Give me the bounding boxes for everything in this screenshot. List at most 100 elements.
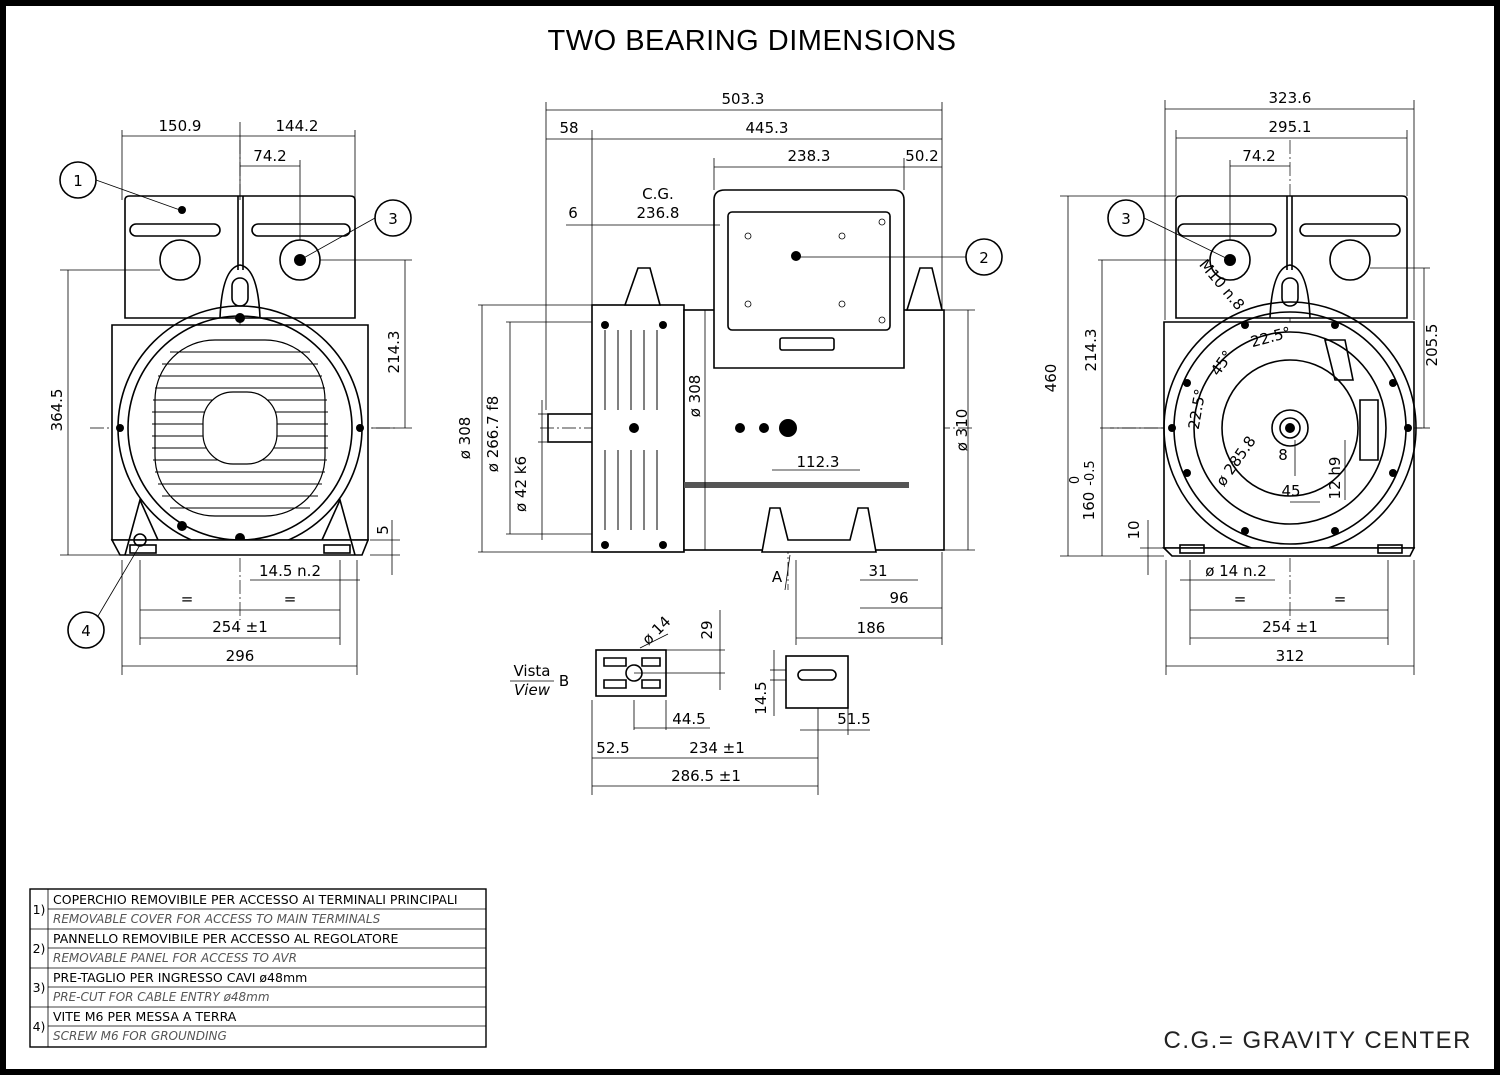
dim-58: 58 <box>559 119 578 137</box>
dim-14-5-n2: 14.5 n.2 <box>259 562 321 580</box>
dim-52-5: 52.5 <box>596 739 629 757</box>
lifting-lug-front <box>905 267 944 311</box>
callout-4 <box>67 611 105 649</box>
dim-295-1: 295.1 <box>1269 118 1312 136</box>
side-terminal-box <box>713 189 905 369</box>
front-feet <box>110 539 370 556</box>
dim-5: 5 <box>374 525 392 535</box>
cg-marker <box>779 419 797 437</box>
view-b-detail: Vista View B ø 14 29 14.5 44.5 51.5 52.5… <box>510 610 871 795</box>
dim-364-5: 364.5 <box>48 389 66 432</box>
view-b-letter: B <box>559 672 569 690</box>
dim-96: 96 <box>889 589 908 607</box>
dim-150-9: 150.9 <box>159 117 202 135</box>
side-view: 503.3 58 445.3 238.3 50.2 C.G. 236.8 6 ø… <box>456 90 1003 645</box>
dim-234: 234 ±1 <box>689 739 745 757</box>
dim-44-5: 44.5 <box>672 710 705 728</box>
foot-side <box>785 655 849 709</box>
side-feet <box>761 507 877 553</box>
lifting-lug-rear <box>623 267 662 306</box>
view-a-marker: A <box>772 568 783 586</box>
dim-equal-right-r: = <box>1334 590 1347 608</box>
terminal-box-slot-right <box>251 223 351 237</box>
dim-160: 160 <box>1080 492 1098 521</box>
dim-12-h9: 12 h9 <box>1326 457 1344 500</box>
note-4-english: SCREW M6 FOR GROUNDING <box>53 1029 227 1043</box>
housing-vents <box>604 330 658 530</box>
view-label: View <box>514 681 551 699</box>
dim-205-5: 205.5 <box>1423 324 1441 367</box>
drawing-title: TWO BEARING DIMENSIONS <box>548 25 957 57</box>
dim-31: 31 <box>868 562 887 580</box>
dim-312: 312 <box>1276 647 1305 665</box>
dim-29: 29 <box>698 620 716 639</box>
svg-text:1: 1 <box>73 172 83 190</box>
note-2-italian: PANNELLO REMOVIBILE PER ACCESSO AL REGOL… <box>53 931 399 946</box>
dim-14-5-foot: 14.5 <box>752 681 770 714</box>
note-1-english: REMOVABLE COVER FOR ACCESS TO MAIN TERMI… <box>53 912 381 926</box>
note-4-italian: VITE M6 PER MESSA A TERRA <box>53 1009 237 1024</box>
dim-equal-left: = <box>181 590 194 608</box>
flange-cable-entry-right <box>1329 239 1371 281</box>
dim-460: 460 <box>1042 364 1060 393</box>
dim-214-3-right: 214.3 <box>1082 329 1100 372</box>
dim-238-3: 238.3 <box>788 147 831 165</box>
note-3-italian: PRE-TAGLIO PER INGRESSO CAVI ø48mm <box>53 970 307 985</box>
dim-8: 8 <box>1278 446 1288 464</box>
lifting-eye <box>219 264 261 319</box>
dim-50-2: 50.2 <box>905 147 938 165</box>
avr-panel <box>727 211 891 331</box>
note-3-number: 3) <box>33 980 46 995</box>
terminal-box-slot-left <box>129 223 221 237</box>
note-1-number: 1) <box>33 902 46 917</box>
dim-503-3: 503.3 <box>722 90 765 108</box>
dim-10: 10 <box>1125 520 1143 539</box>
note-4-number: 4) <box>33 1019 46 1034</box>
dim-equal-right: = <box>284 590 297 608</box>
dim-equal-left-r: = <box>1234 590 1247 608</box>
flange-pcd <box>1193 331 1387 525</box>
cg-label: C.G. <box>642 185 674 203</box>
dim-74-2: 74.2 <box>253 147 286 165</box>
flange-feet <box>1162 547 1416 557</box>
dim-323-6: 323.6 <box>1269 89 1312 107</box>
dim-286-5: 286.5 ±1 <box>671 767 741 785</box>
dim-112-3: 112.3 <box>797 453 840 471</box>
dim-phi-14-foot: ø 14 <box>638 612 674 648</box>
dim-6: 6 <box>568 204 578 222</box>
svg-text:3: 3 <box>388 210 398 228</box>
dim-186: 186 <box>857 619 886 637</box>
dim-phi-308-outer: ø 308 <box>456 417 474 460</box>
svg-text:4: 4 <box>81 622 91 640</box>
dim-45: 45 <box>1281 482 1300 500</box>
fan-grille <box>152 339 328 517</box>
note-3-english: PRE-CUT FOR CABLE ENTRY ø48mm <box>53 990 270 1004</box>
dim-phi-308-inner: ø 308 <box>686 375 704 418</box>
svg-text:3: 3 <box>1121 210 1131 228</box>
note-1-italian: COPERCHIO REMOVIBILE PER ACCESSO AI TERM… <box>53 892 458 907</box>
dim-phi-266-7: ø 266.7 f8 <box>484 396 502 472</box>
svg-text:2: 2 <box>979 249 989 267</box>
note-2-number: 2) <box>33 941 46 956</box>
dim-phi-42: ø 42 k6 <box>512 456 530 512</box>
front-view: 150.9 144.2 74.2 = = 254 ±1 296 14.5 n.2… <box>48 117 412 675</box>
dim-160-tol-lower: -0.5 <box>1083 460 1098 485</box>
cg-value: 236.8 <box>637 204 680 222</box>
dim-214-3-left: 214.3 <box>385 331 403 374</box>
dim-254-right: 254 ±1 <box>1262 618 1318 636</box>
shaft-end <box>1271 409 1309 447</box>
dim-51-5: 51.5 <box>837 710 870 728</box>
flange-view: 323.6 295.1 74.2 = = 254 ±1 312 ø 14 n.2… <box>1042 89 1441 675</box>
dim-phi-14-n2: ø 14 n.2 <box>1205 562 1267 580</box>
dim-296: 296 <box>226 647 255 665</box>
dim-445-3: 445.3 <box>746 119 789 137</box>
vista-label: Vista <box>514 662 551 680</box>
cable-entry-left <box>159 239 201 281</box>
ground-screw <box>133 533 147 547</box>
dim-74-2-right: 74.2 <box>1242 147 1275 165</box>
flange-frame <box>1163 321 1415 549</box>
fan-housing <box>591 304 685 553</box>
dim-254: 254 ±1 <box>212 618 268 636</box>
